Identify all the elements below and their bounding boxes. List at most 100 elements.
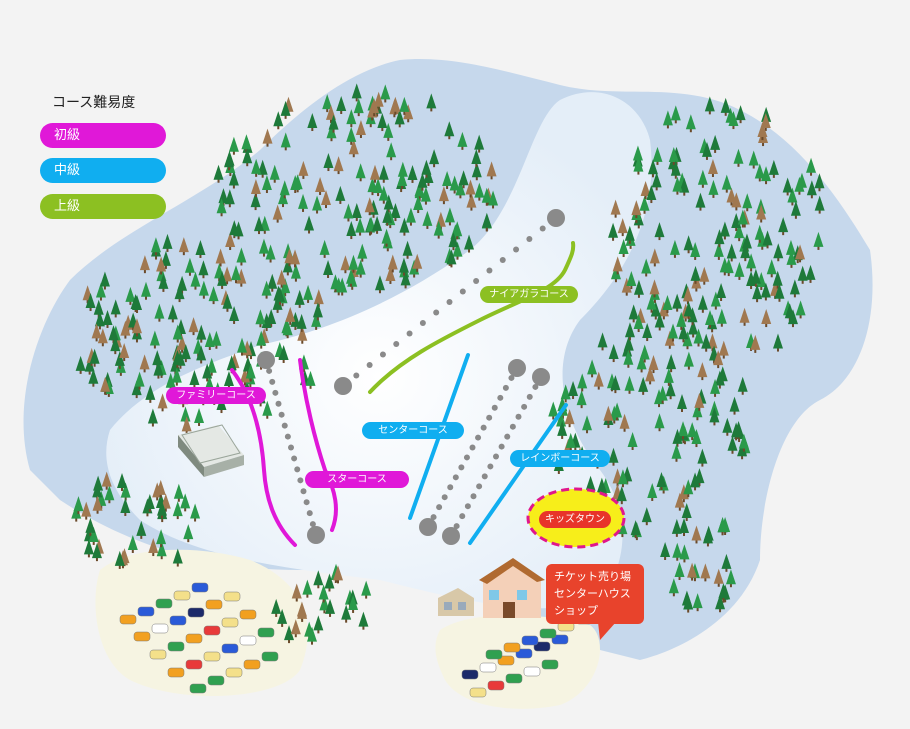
pine-tree-icon [690,265,701,284]
pine-tree-icon [452,221,463,240]
pine-tree-icon [649,279,660,298]
parked-car-icon [207,675,225,686]
pine-tree-icon [269,164,280,183]
pine-tree-icon [474,182,485,201]
legend-advanced: 上級 [40,194,166,219]
parked-car-icon [151,623,169,634]
pine-tree-icon [216,198,227,217]
pine-tree-icon [694,392,705,411]
legend-title: コース難易度 [52,95,136,111]
pine-tree-icon [668,323,679,342]
pine-tree-icon [312,302,323,321]
pine-tree-icon [486,161,497,180]
pine-tree-icon [319,595,330,614]
pine-tree-icon [290,619,301,638]
pine-tree-icon [120,482,131,501]
legend-intermediate: 中級 [40,158,166,183]
center-course-label[interactable]: センターコース [362,422,464,439]
pine-tree-icon [719,221,730,240]
parked-car-icon [487,680,505,691]
pine-tree-icon [95,282,106,301]
pine-tree-icon [110,336,121,355]
rainbow-course-run[interactable] [468,403,568,545]
pine-tree-icon [380,84,391,103]
star-course-label[interactable]: スターコース [305,471,409,488]
pine-tree-icon [94,311,105,330]
parked-car-icon [503,642,521,653]
niagara-course-label[interactable]: ナイアガラコース [480,286,578,303]
parked-car-icon [137,606,155,617]
pine-tree-icon [324,573,335,592]
pine-tree-icon [442,171,453,190]
pine-tree-icon [84,356,95,375]
pine-tree-icon [766,259,777,278]
parked-car-icon [239,635,257,646]
pine-tree-icon [239,367,250,386]
parked-car-icon [479,662,497,673]
pine-tree-icon [630,520,641,539]
pine-tree-icon [593,371,604,390]
pine-tree-icon [188,317,199,336]
pine-tree-icon [734,261,745,280]
pine-tree-icon [262,400,273,419]
pine-tree-icon [692,593,703,612]
pine-tree-icon [699,266,710,285]
pine-tree-icon [245,363,256,382]
pine-tree-icon [224,189,235,208]
pine-tree-icon [568,380,579,399]
pine-tree-icon [731,192,742,211]
parked-car-icon [539,628,557,639]
pine-tree-icon [671,518,682,537]
pine-tree-icon [284,625,295,644]
pine-tree-icon [75,355,86,374]
pine-tree-icon [806,157,817,176]
parked-car-icon [167,667,185,678]
pine-tree-icon [722,417,733,436]
pine-tree-icon [761,309,772,328]
parking-lot [119,582,593,698]
pine-tree-icon [687,422,698,441]
pine-tree-icon [211,330,222,349]
pine-tree-icon [735,105,746,124]
star-course-run[interactable] [298,358,338,532]
family-course-label[interactable]: ファミリーコース [166,387,266,404]
parked-car-icon [203,625,221,636]
pine-tree-icon [790,200,801,219]
parked-car-icon [469,687,487,698]
niagara-course-run[interactable] [368,241,576,394]
pine-tree-icon [127,534,138,553]
pine-tree-icon [633,314,644,333]
pine-tree-icon [733,148,744,167]
pine-tree-icon [261,175,272,194]
pine-tree-icon [390,96,401,115]
pine-tree-icon [421,159,432,178]
facility-info-box[interactable]: チケット売り場 センターハウス ショップ [546,564,644,624]
pine-tree-icon [156,541,167,560]
pine-tree-icon [237,337,248,356]
pine-tree-icon [100,376,111,395]
kids-town-label[interactable]: キッズタウン [539,511,611,528]
pine-tree-icon [228,170,239,189]
parked-car-icon [485,649,503,660]
pine-tree-icon [683,479,694,498]
pine-tree-icon [638,376,649,395]
pine-tree-icon [276,269,287,288]
pine-tree-icon [623,349,634,368]
pine-tree-icon [474,134,485,153]
pine-tree-icon [616,486,627,505]
pine-tree-icon [603,405,614,424]
pine-tree-icon [718,340,729,359]
pine-tree-icon [714,229,725,248]
pine-tree-icon [250,192,261,211]
pine-tree-icon [631,200,642,219]
pine-tree-icon [433,220,444,239]
pine-tree-icon [697,362,708,381]
pine-tree-icon [714,370,725,389]
pine-tree-icon [412,253,423,272]
rainbow-course-label[interactable]: レインボーコース [510,450,610,467]
pine-tree-icon [666,354,677,373]
pine-tree-icon [180,344,191,363]
pine-tree-icon [297,603,308,622]
pine-tree-icon [560,384,571,403]
pine-tree-icon [372,215,383,234]
